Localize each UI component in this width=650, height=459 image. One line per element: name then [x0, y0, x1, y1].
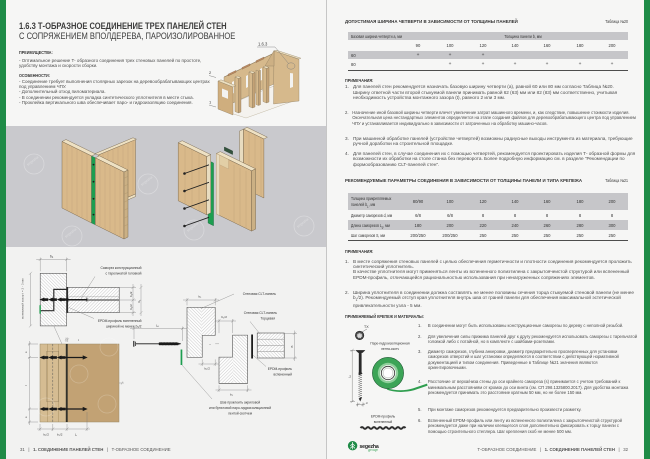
- svg-text:или бутиловой паро-гидроизоляц: или бутиловой паро-гидроизоляционной: [209, 406, 271, 410]
- svg-text:с тарельчатой головкой: с тарельчатой головкой: [106, 271, 142, 275]
- svg-text:segezha: segezha: [186, 221, 199, 233]
- svg-text:t: t: [208, 344, 212, 345]
- svg-text:EPDM-профиль: EPDM-профиль: [268, 367, 293, 371]
- svg-text:lн: lн: [75, 433, 78, 438]
- svg-text:1.6.3: 1.6.3: [258, 42, 268, 47]
- svg-text:Паро-гидроизоляционная: Паро-гидроизоляционная: [370, 342, 409, 346]
- svg-text:Шов проклеить акриловой: Шов проклеить акриловой: [220, 401, 260, 405]
- svg-text:Стеновая CLT-панель: Стеновая CLT-панель: [243, 292, 277, 296]
- svg-text:s: s: [24, 416, 28, 418]
- svg-text:segezha: segezha: [64, 227, 77, 239]
- svg-text:L0: L0: [156, 324, 160, 329]
- svg-text:segezha: segezha: [140, 175, 153, 187]
- svg-text:лента-скотч: лента-скотч: [381, 347, 399, 351]
- svg-text:b1/2: b1/2: [57, 433, 63, 438]
- svg-text:вспененный: вспененный: [274, 373, 293, 377]
- svg-text:b1: b1: [230, 393, 234, 398]
- svg-text:group: group: [368, 447, 377, 452]
- svg-text:L0: L0: [348, 374, 353, 378]
- svg-text:t: t: [78, 338, 79, 342]
- svg-text:s: s: [24, 351, 28, 353]
- svg-text:Стеновая CLT-панель: Стеновая CLT-панель: [244, 311, 278, 315]
- svg-text:Б: Б: [290, 346, 294, 348]
- svg-text:Торцевая: Торцевая: [261, 317, 276, 321]
- svg-text:лентой-скотчем: лентой-скотчем: [228, 412, 253, 416]
- svg-text:b1: b1: [199, 295, 203, 300]
- svg-text:b1: b1: [137, 299, 142, 303]
- svg-text:монтажный зазор t = 2 - 3 мм: монтажный зазор t = 2 - 3 мм: [21, 279, 25, 319]
- svg-text:b1/2: b1/2: [44, 433, 50, 438]
- svg-text:2: 2: [209, 70, 212, 75]
- svg-text:вспененный: вспененный: [374, 420, 393, 424]
- svg-text:1: 1: [209, 100, 212, 105]
- svg-text:b1/2: b1/2: [205, 367, 211, 372]
- svg-text:l: l: [24, 385, 28, 386]
- svg-text:b1/2: b1/2: [129, 291, 134, 297]
- svg-text:b1/2: b1/2: [222, 315, 228, 320]
- svg-text:TX: TX: [364, 325, 369, 329]
- svg-text:b1: b1: [50, 255, 54, 260]
- svg-text:Саморез конструкционный: Саморез конструкционный: [101, 266, 142, 270]
- svg-text:b1/2: b1/2: [129, 304, 134, 310]
- svg-text:шириной не менее b1/2: шириной не менее b1/2: [106, 324, 142, 329]
- svg-text:EPDM-профиль: EPDM-профиль: [371, 415, 396, 419]
- svg-text:segezha: segezha: [360, 444, 379, 450]
- svg-text:segezha: segezha: [296, 217, 309, 229]
- svg-text:d: d: [366, 401, 368, 405]
- svg-text:segezha: segezha: [26, 155, 39, 167]
- svg-text:EPDM-профиль вспененный: EPDM-профиль вспененный: [98, 319, 142, 323]
